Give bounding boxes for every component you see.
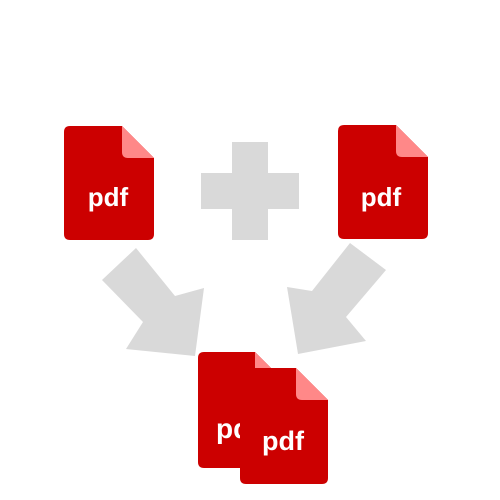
arrow-down-left-icon	[287, 243, 386, 354]
pdf-file-icon-output-front: pdf	[240, 368, 328, 484]
pdf-file-icon-right: pdf	[338, 125, 428, 239]
pdf-file-label: pdf	[88, 182, 129, 212]
pdf-file-icon-left: pdf	[64, 126, 154, 240]
pdf-file-label: pdf	[361, 182, 402, 212]
plus-icon	[201, 142, 299, 240]
arrow-down-right-icon	[102, 248, 204, 356]
pdf-file-label: pdf	[262, 426, 305, 456]
